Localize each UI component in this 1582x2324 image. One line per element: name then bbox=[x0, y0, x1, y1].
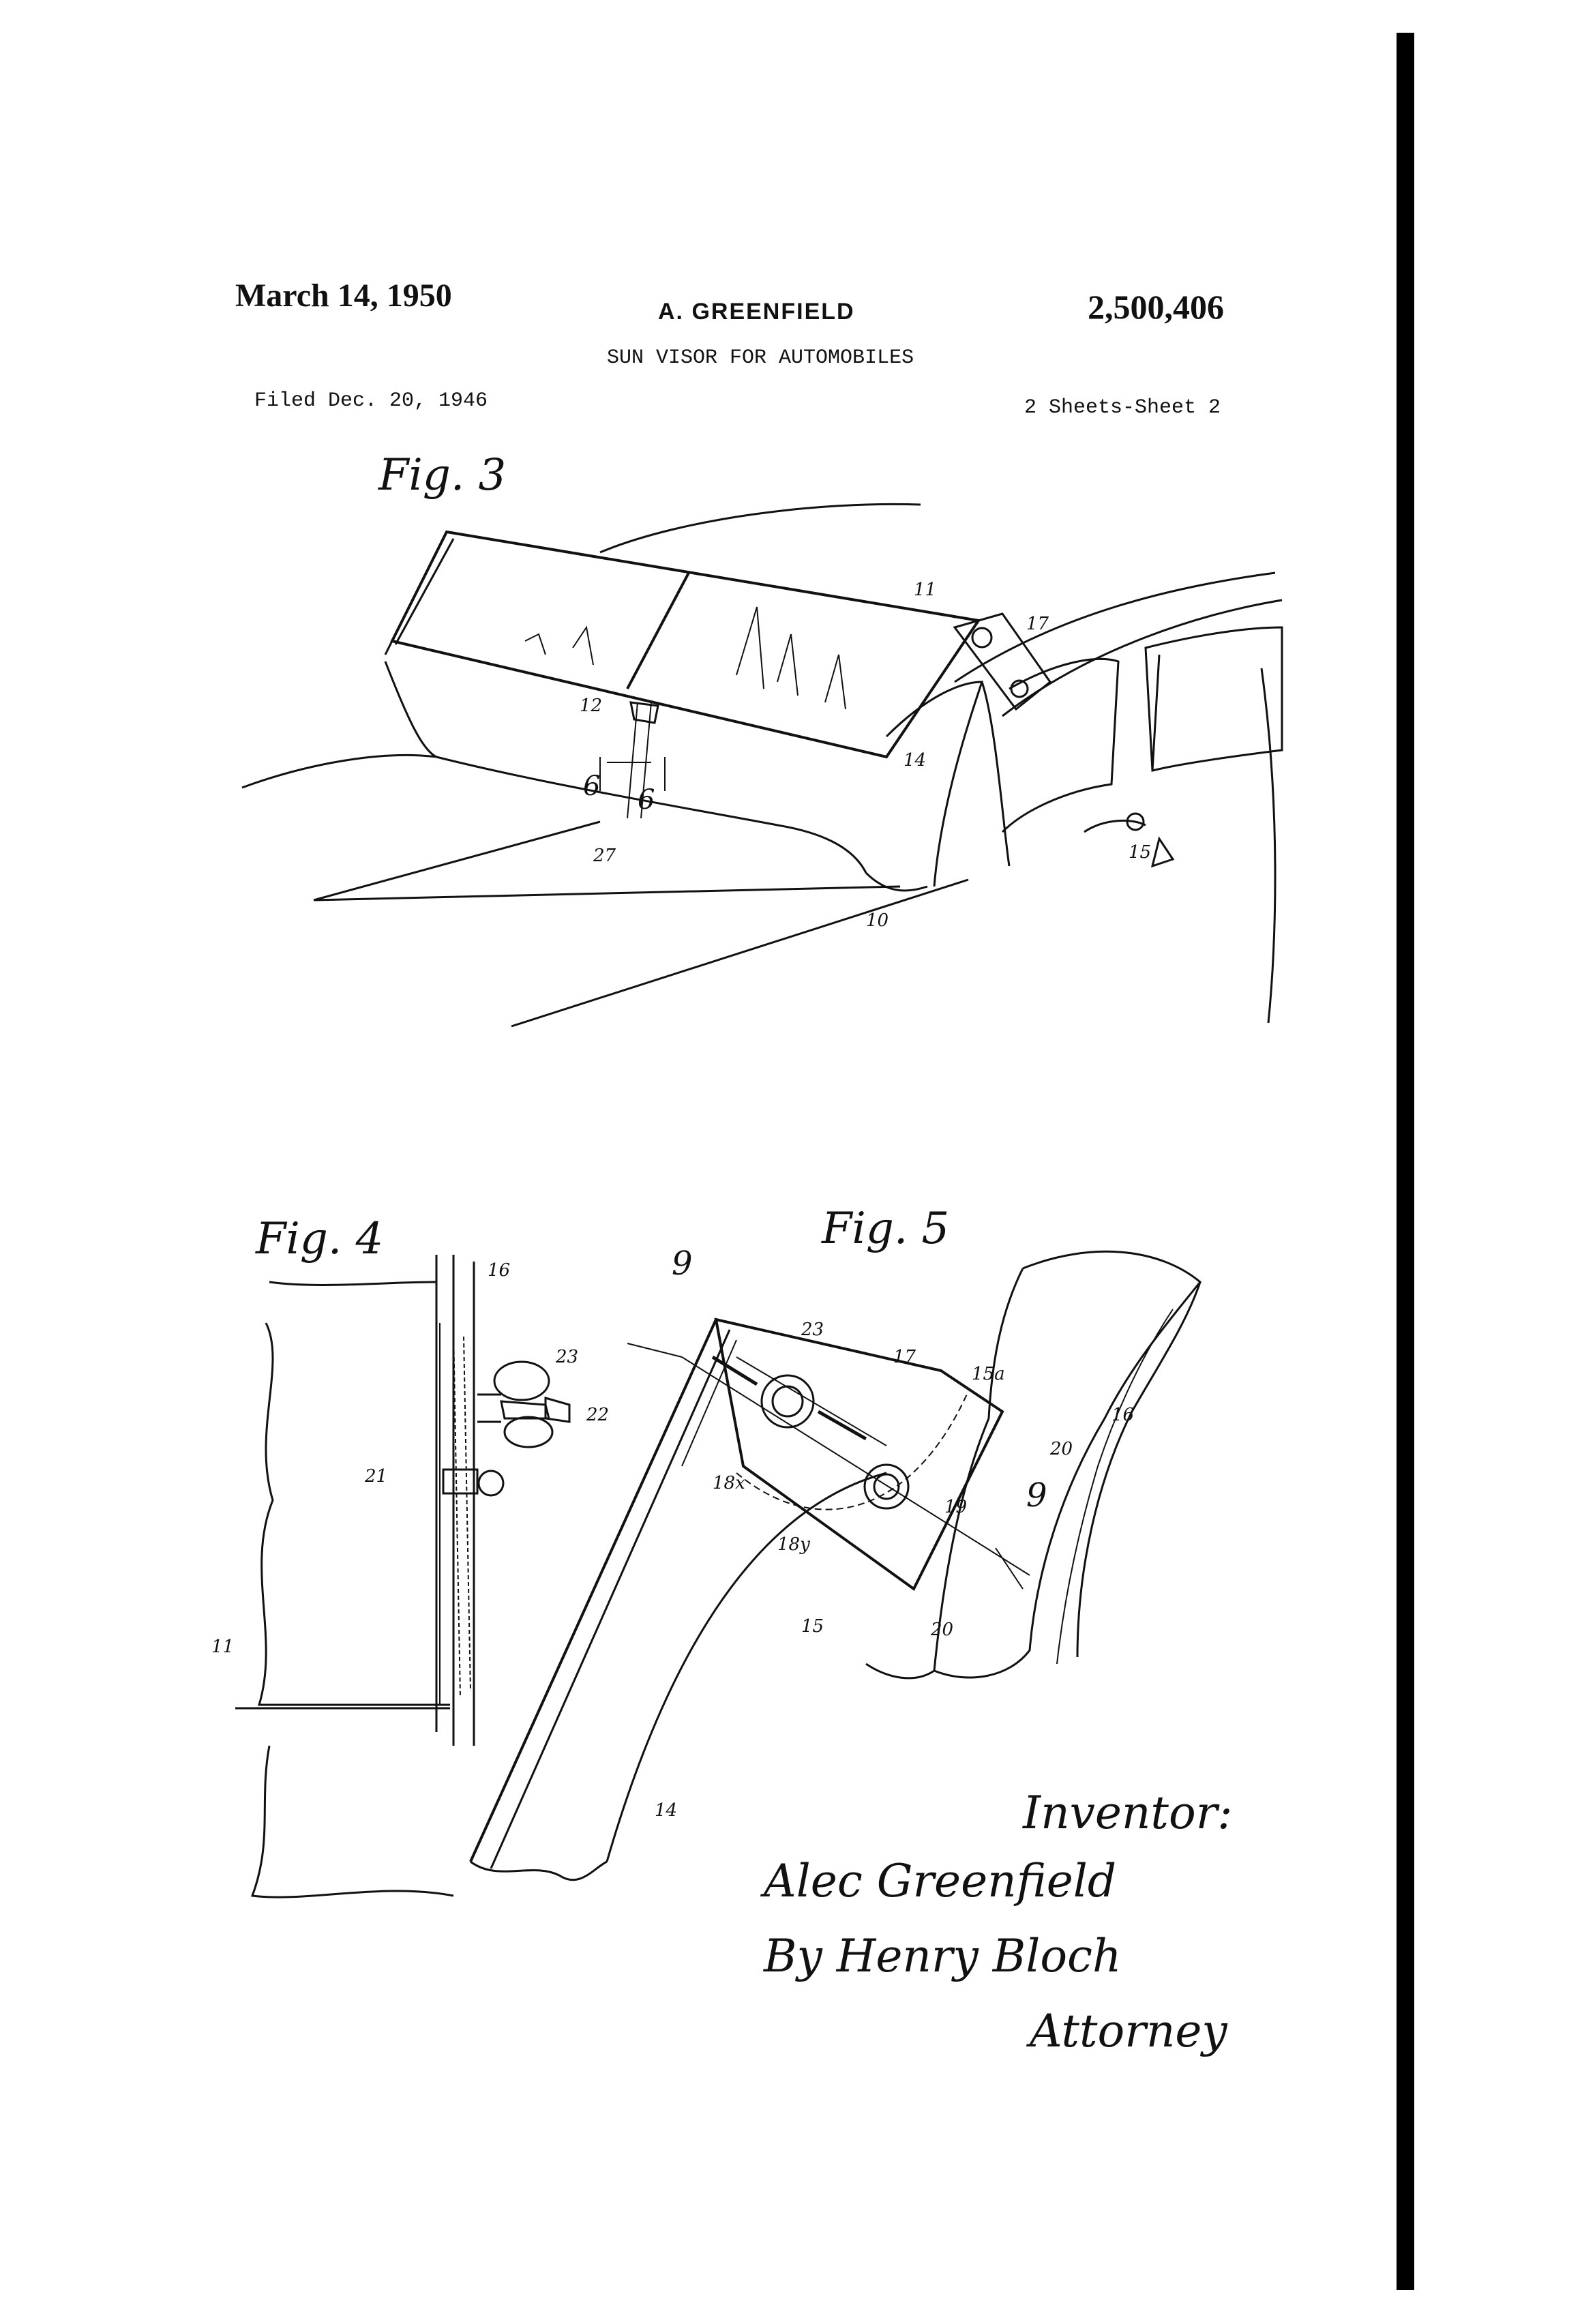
ref-numeral: 15 bbox=[1129, 842, 1151, 863]
ref-numeral: 11 bbox=[211, 1637, 234, 1657]
scan-margin-bar bbox=[1397, 33, 1414, 2290]
attorney-signature: By Henry Bloch bbox=[764, 1930, 1122, 1982]
ref-numeral: 12 bbox=[580, 696, 602, 716]
fig4-label: Fig. 4 bbox=[256, 1214, 383, 1264]
ref-numeral: 27 bbox=[593, 846, 616, 866]
ref-numeral: 18y bbox=[777, 1534, 810, 1555]
ref-numeral: 11 bbox=[914, 580, 936, 600]
ref-numeral: 9 bbox=[672, 1245, 693, 1283]
ref-numeral: 10 bbox=[866, 910, 889, 931]
ref-numeral: 18x bbox=[713, 1473, 745, 1493]
ref-numeral: 23 bbox=[801, 1320, 824, 1340]
fig5-label: Fig. 5 bbox=[822, 1204, 949, 1254]
ref-numeral: 14 bbox=[655, 1800, 677, 1821]
ref-numeral: 15 bbox=[801, 1616, 824, 1637]
ref-numeral: 17 bbox=[1026, 614, 1049, 634]
ref-numeral: 16 bbox=[488, 1260, 510, 1281]
fig3-drawing bbox=[242, 504, 1282, 1026]
ref-numeral: 9 bbox=[1026, 1476, 1047, 1515]
ref-numeral: 21 bbox=[365, 1466, 387, 1487]
inventor-signature: Alec Greenfield bbox=[764, 1855, 1116, 1907]
fig3-label: Fig. 3 bbox=[378, 450, 506, 501]
fig5-drawing bbox=[471, 1251, 1200, 1879]
ref-numeral: 6 bbox=[638, 784, 655, 816]
inventor-label: Inventor: bbox=[1023, 1787, 1232, 1839]
ref-numeral: 17 bbox=[893, 1347, 916, 1367]
ref-numeral: 16 bbox=[1111, 1405, 1134, 1425]
attorney-label: Attorney bbox=[1030, 2005, 1227, 2057]
ref-numeral: 20 bbox=[1050, 1439, 1073, 1459]
ref-numeral: 22 bbox=[586, 1405, 609, 1425]
fig4-drawing bbox=[235, 1255, 569, 1897]
ref-numeral: 23 bbox=[556, 1347, 578, 1367]
ref-numeral: 20 bbox=[931, 1620, 953, 1640]
ref-numeral: 14 bbox=[904, 750, 926, 771]
ref-numeral: 6 bbox=[583, 771, 600, 802]
ref-numeral: 19 bbox=[944, 1497, 967, 1517]
ref-numeral: 15a bbox=[972, 1364, 1005, 1384]
